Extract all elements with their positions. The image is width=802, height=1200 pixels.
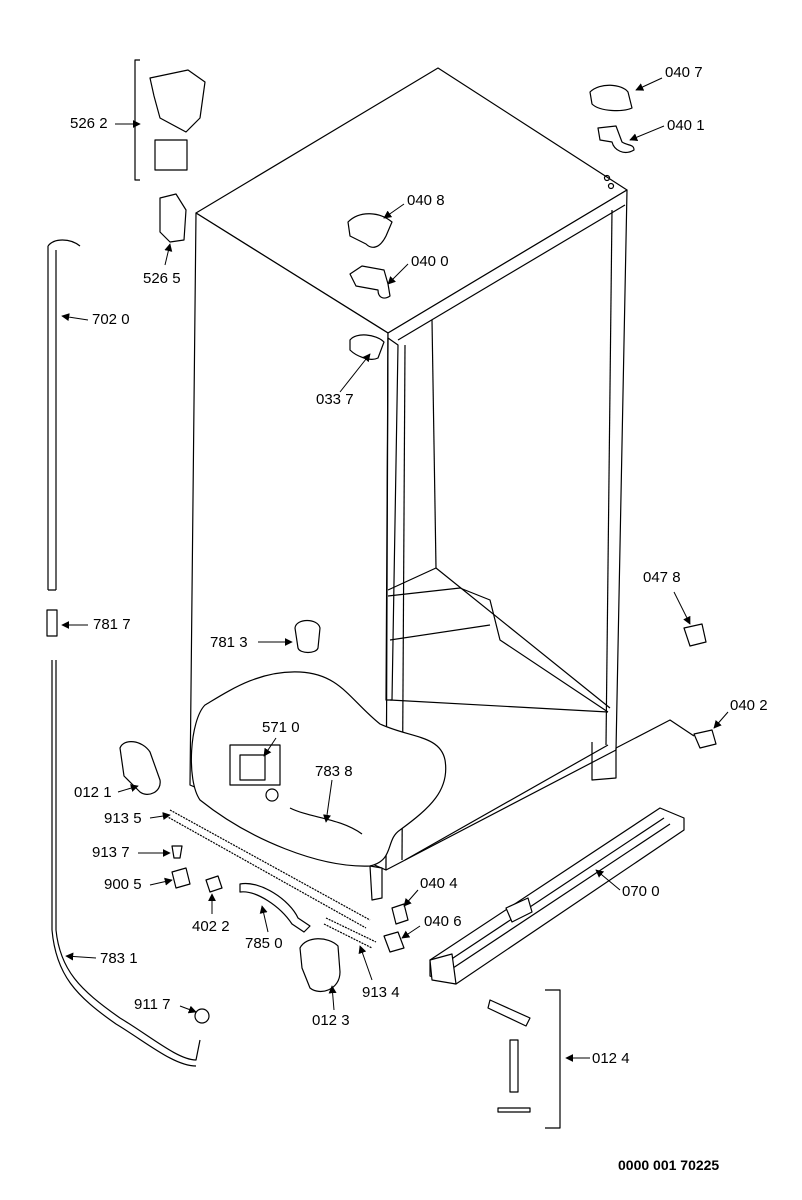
callout-9134: 913 4: [362, 984, 400, 1001]
callout-5265: 526 5: [143, 270, 181, 287]
callout-0400: 040 0: [411, 253, 449, 270]
door-hinge-left: [348, 214, 392, 248]
callout-0121: 012 1: [74, 784, 112, 801]
foam-insulation-pad: [191, 672, 445, 866]
water-tube-upper: [48, 240, 80, 590]
callout-7838: 783 8: [315, 763, 353, 780]
leader-5710: [263, 738, 276, 757]
leader-9005: [150, 877, 173, 886]
tube-connector: [47, 610, 57, 636]
callout-7817: 781 7: [93, 616, 131, 633]
callout-0408: 040 8: [407, 192, 445, 209]
callout-0123: 012 3: [312, 1012, 350, 1029]
callout-0402: 040 2: [730, 697, 768, 714]
leader-0121: [118, 784, 139, 792]
callout-0404: 040 4: [420, 875, 458, 892]
leader-0404: [403, 890, 418, 907]
leader-0408: [383, 204, 404, 219]
clip-bracket: [172, 868, 190, 888]
callout-7813: 781 3: [210, 634, 248, 651]
callout-0407: 040 7: [665, 64, 703, 81]
callout-7850: 785 0: [245, 935, 283, 952]
leader-9117: [180, 1006, 197, 1014]
leader-5265: [164, 243, 173, 265]
leader-0400: [387, 264, 408, 285]
lower-hinge-left: [120, 742, 160, 795]
callout-7831: 783 1: [100, 950, 138, 967]
leader-7838: [323, 780, 332, 823]
callout-0700: 070 0: [622, 883, 660, 900]
small-clip: [684, 624, 706, 646]
callout-0337: 033 7: [316, 391, 354, 408]
water-tube-lower: [52, 660, 200, 1066]
callout-7020: 702 0: [92, 311, 130, 328]
leader-7850: [259, 905, 268, 932]
water-valve: [230, 745, 280, 801]
callout-0406: 040 6: [424, 913, 462, 930]
callout-5262: 526 2: [70, 115, 108, 132]
callout-9135: 913 5: [104, 810, 142, 827]
drain-hose: [240, 883, 310, 932]
callout-0478: 047 8: [643, 569, 681, 586]
top-hinge-bracket: [598, 126, 634, 152]
hinge-plate: [350, 266, 390, 298]
leader-0123: [328, 985, 337, 1010]
kick-plate-grille: [430, 808, 684, 984]
control-box-group: [135, 60, 205, 242]
short-screw: [324, 918, 376, 948]
bracket-bottom: [384, 932, 404, 952]
leader-7020: [61, 313, 88, 322]
nut: [195, 1009, 209, 1023]
lower-hinge-right: [300, 939, 340, 992]
long-screw: [166, 810, 370, 928]
leader-9135: [150, 812, 171, 821]
callout-9005: 900 5: [104, 876, 142, 893]
drawing-number: 0000 001 70225: [618, 1157, 720, 1173]
callout-0401: 040 1: [667, 117, 705, 134]
callout-9117: 911 7: [134, 996, 171, 1013]
inlet-fitting: [295, 621, 320, 653]
leader-9134: [358, 945, 372, 980]
leader-0700: [595, 869, 620, 890]
callout-0124: 012 4: [592, 1050, 630, 1067]
leader-7831: [65, 952, 96, 961]
callout-5710: 571 0: [262, 719, 300, 736]
side-bracket: [694, 730, 716, 748]
small-screw: [172, 846, 182, 858]
plug-cap: [206, 876, 222, 892]
top-stop-block: [350, 335, 384, 359]
leader-0478: [674, 592, 690, 625]
tool-kit-group: [488, 990, 560, 1128]
leader-0406: [401, 926, 420, 939]
leader-0337: [340, 353, 371, 392]
hinge-cover-part: [590, 85, 632, 110]
leader-0401: [629, 126, 664, 141]
callout-4022: 402 2: [192, 918, 230, 935]
callout-9137: 913 7: [92, 844, 130, 861]
bracket-top: [392, 904, 408, 924]
leader-0407: [635, 78, 662, 91]
leader-0402: [713, 712, 728, 729]
